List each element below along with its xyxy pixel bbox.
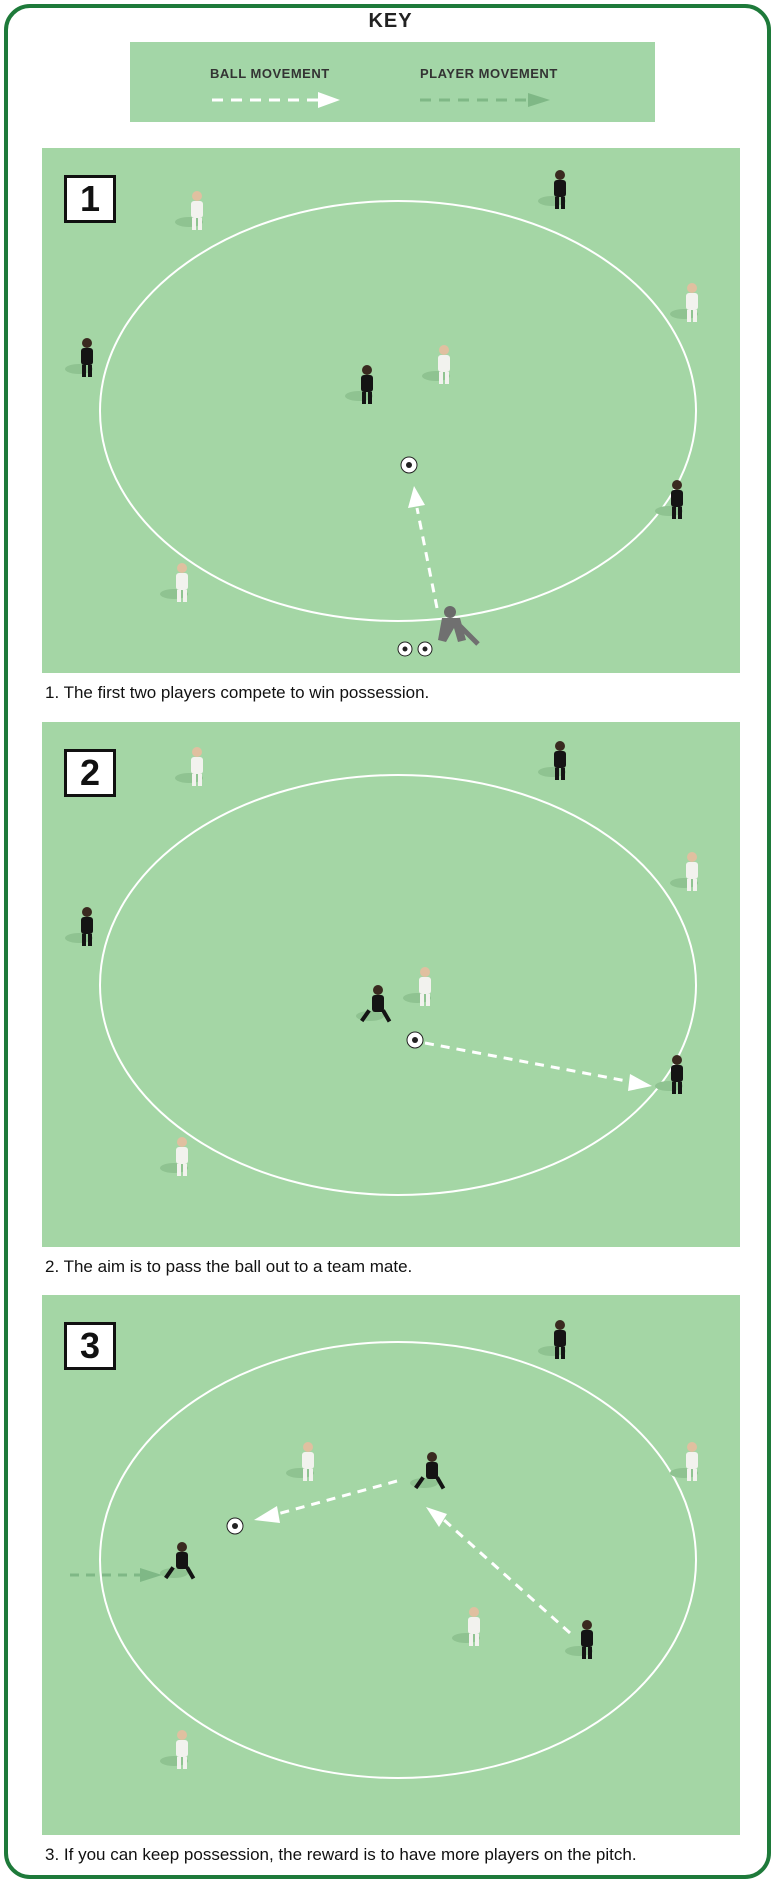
player-black	[65, 907, 93, 946]
circle-marking	[100, 775, 696, 1195]
ball-icon	[418, 642, 432, 656]
player-black	[65, 338, 93, 377]
player-black	[538, 1320, 566, 1359]
panel-caption-2: 2. The aim is to pass the ball out to a …	[42, 1247, 740, 1287]
ball-icon	[398, 642, 412, 656]
circle-marking	[100, 201, 696, 621]
panel-number-2: 2	[64, 749, 116, 797]
player-black	[410, 1452, 445, 1490]
pitch-panel-2: 2	[42, 722, 740, 1247]
key-box: BALL MOVEMENT PLAYER MOVEMENT	[130, 42, 655, 122]
player-movement-arrow	[70, 1568, 162, 1582]
player-white	[422, 345, 450, 384]
player-white	[452, 1607, 480, 1646]
player-white	[160, 563, 188, 602]
player-movement-arrow-icon	[420, 93, 550, 107]
ball-movement-arrow	[408, 486, 437, 608]
coach-figure	[438, 606, 478, 644]
player-black	[565, 1620, 593, 1659]
pitch-drawing-3	[42, 1295, 740, 1835]
player-white	[175, 747, 203, 786]
panel-number-1: 1	[64, 175, 116, 223]
ball-movement-arrow	[426, 1507, 570, 1633]
player-white	[403, 967, 431, 1006]
player-white	[670, 1442, 698, 1481]
player-black	[538, 741, 566, 780]
panel-number-3: 3	[64, 1322, 116, 1370]
player-white	[670, 852, 698, 891]
pitch-panel-1: 1	[42, 148, 740, 673]
ball-movement-arrow	[425, 1043, 652, 1091]
key-title: KEY	[0, 10, 781, 33]
player-white	[160, 1730, 188, 1769]
ball-movement-arrow-icon	[212, 92, 340, 108]
ball-icon	[227, 1518, 243, 1534]
key-arrows	[130, 42, 655, 122]
ball-icon	[401, 457, 417, 473]
pitch-drawing-2	[42, 722, 740, 1247]
panel-caption-1: 1. The first two players compete to win …	[42, 673, 740, 713]
pitch-drawing-1	[42, 148, 740, 673]
player-white	[670, 283, 698, 322]
circle-marking	[100, 1342, 696, 1778]
player-black	[538, 170, 566, 209]
player-white	[175, 191, 203, 230]
player-black	[356, 985, 391, 1023]
pitch-panel-3: 3	[42, 1295, 740, 1835]
player-black	[655, 1055, 683, 1094]
player-black	[160, 1542, 195, 1580]
panel-caption-3: 3. If you can keep possession, the rewar…	[42, 1835, 740, 1875]
ball-movement-arrow	[254, 1481, 397, 1523]
ball-icon	[407, 1032, 423, 1048]
player-black	[345, 365, 373, 404]
player-white	[160, 1137, 188, 1176]
player-white	[286, 1442, 314, 1481]
